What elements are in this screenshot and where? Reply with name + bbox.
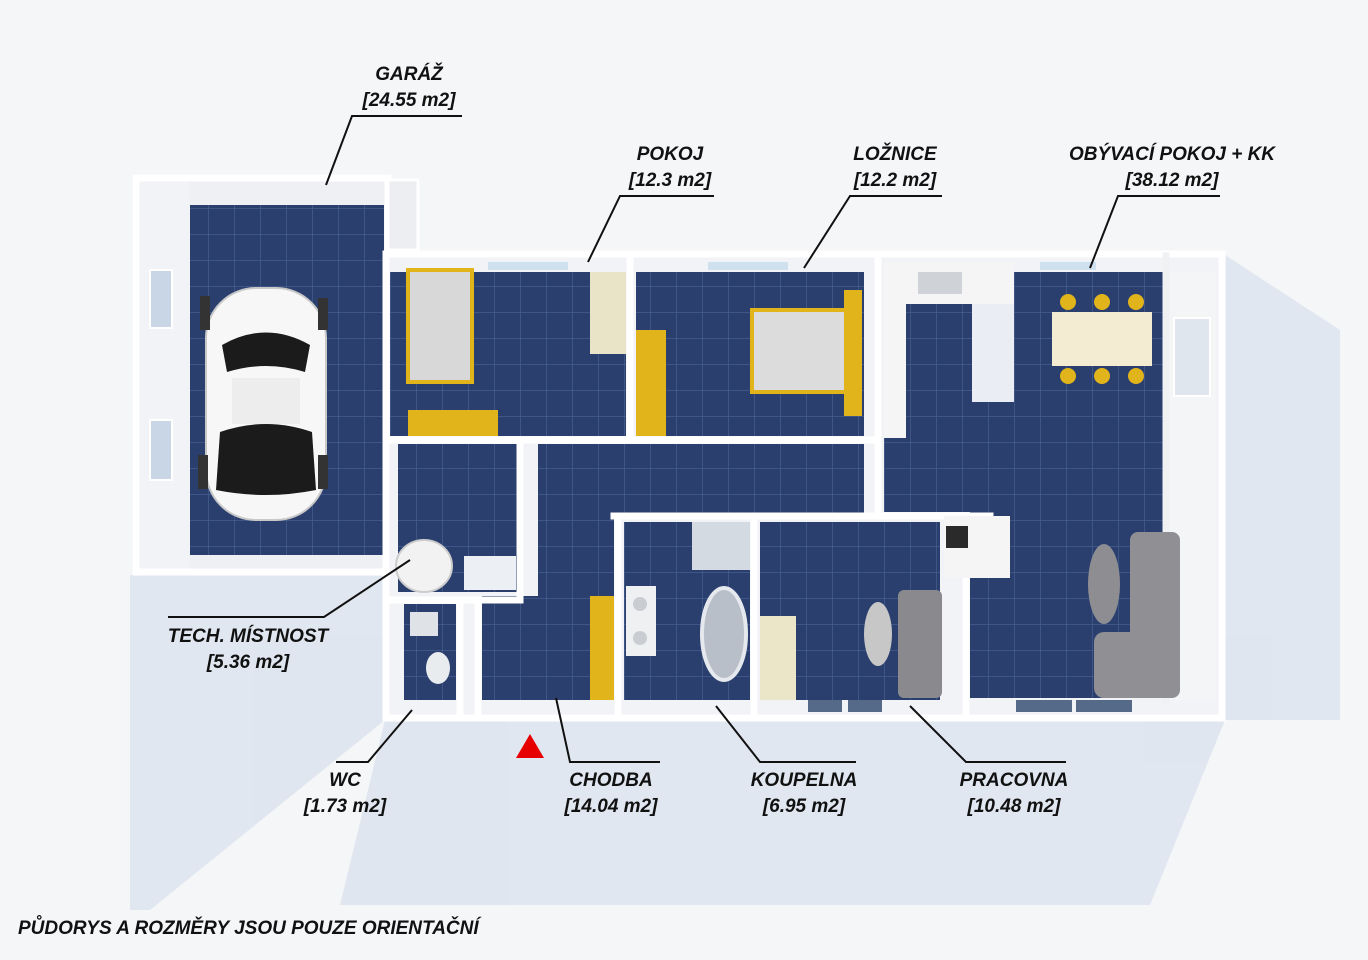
label-obyvaci: OBÝVACÍ POKOJ + KK [38.12 m2] (1062, 142, 1282, 194)
label-wc: WC [1.73 m2] (290, 768, 400, 820)
room-area: [10.48 m2] (967, 796, 1061, 817)
room-name: PRACOVNA (959, 770, 1069, 791)
label-pracovna: PRACOVNA [10.48 m2] (952, 768, 1076, 820)
car (198, 287, 328, 521)
label-garage: GARÁŽ [24.55 m2] (350, 62, 468, 114)
entrance-marker-icon (516, 734, 544, 758)
label-chodba: CHODBA [14.04 m2] (552, 768, 670, 820)
koupelna-furniture (626, 522, 750, 682)
living-furniture (944, 516, 1180, 712)
room-area: [38.12 m2] (1125, 170, 1219, 191)
label-pokoj: POKOJ [12.3 m2] (614, 142, 726, 194)
room-name: TECH. MÍSTNOST (167, 626, 329, 647)
label-koupelna: KOUPELNA [6.95 m2] (744, 768, 864, 820)
building-shadow (130, 255, 1340, 910)
room-area: [5.36 m2] (206, 652, 290, 673)
room-name: CHODBA (569, 770, 653, 791)
kitchen-furniture (884, 262, 1211, 438)
room-name: KOUPELNA (750, 770, 858, 791)
room-name: GARÁŽ (375, 64, 443, 85)
room-area: [6.95 m2] (762, 796, 846, 817)
pokoj-furniture (406, 262, 626, 436)
leader-lines (168, 115, 1220, 763)
room-name: OBÝVACÍ POKOJ + KK (1068, 144, 1276, 165)
pracovna-furniture (760, 590, 942, 712)
room-area: [1.73 m2] (303, 796, 387, 817)
room-name: LOŽNICE (853, 144, 937, 165)
room-name: POKOJ (636, 144, 704, 165)
loznice-furniture (636, 262, 862, 436)
disclaimer-text: PŮDORYS A ROZMĚRY JSOU POUZE ORIENTAČNÍ (18, 918, 479, 939)
label-loznice: LOŽNICE [12.2 m2] (838, 142, 952, 194)
room-area: [12.2 m2] (853, 170, 937, 191)
chodba-furniture (590, 596, 614, 700)
room-name: WC (329, 770, 361, 791)
tech-wc-furniture (395, 539, 516, 684)
label-tech: TECH. MÍSTNOST [5.36 m2] (160, 624, 336, 676)
room-area: [12.3 m2] (628, 170, 712, 191)
room-area: [24.55 m2] (362, 90, 456, 111)
room-area: [14.04 m2] (564, 796, 658, 817)
